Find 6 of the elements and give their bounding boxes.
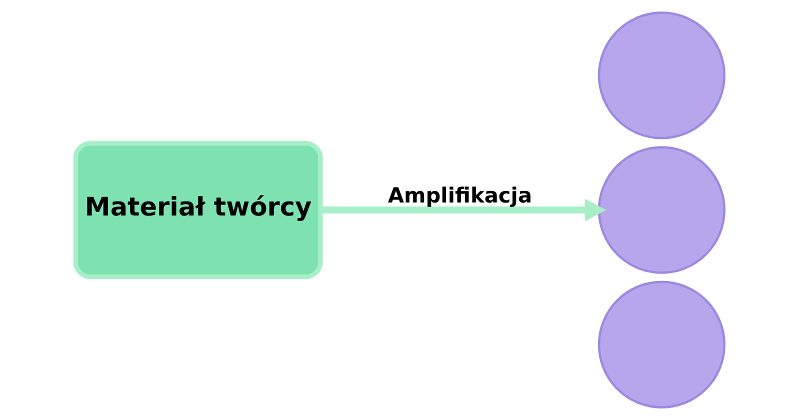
edge-label: Amplifikacja <box>388 183 532 208</box>
node-circle <box>598 12 726 140</box>
node-box: Materiał twórcy <box>73 140 323 280</box>
arrow <box>320 198 606 222</box>
node-circle <box>598 146 726 274</box>
node-circle <box>598 280 726 408</box>
